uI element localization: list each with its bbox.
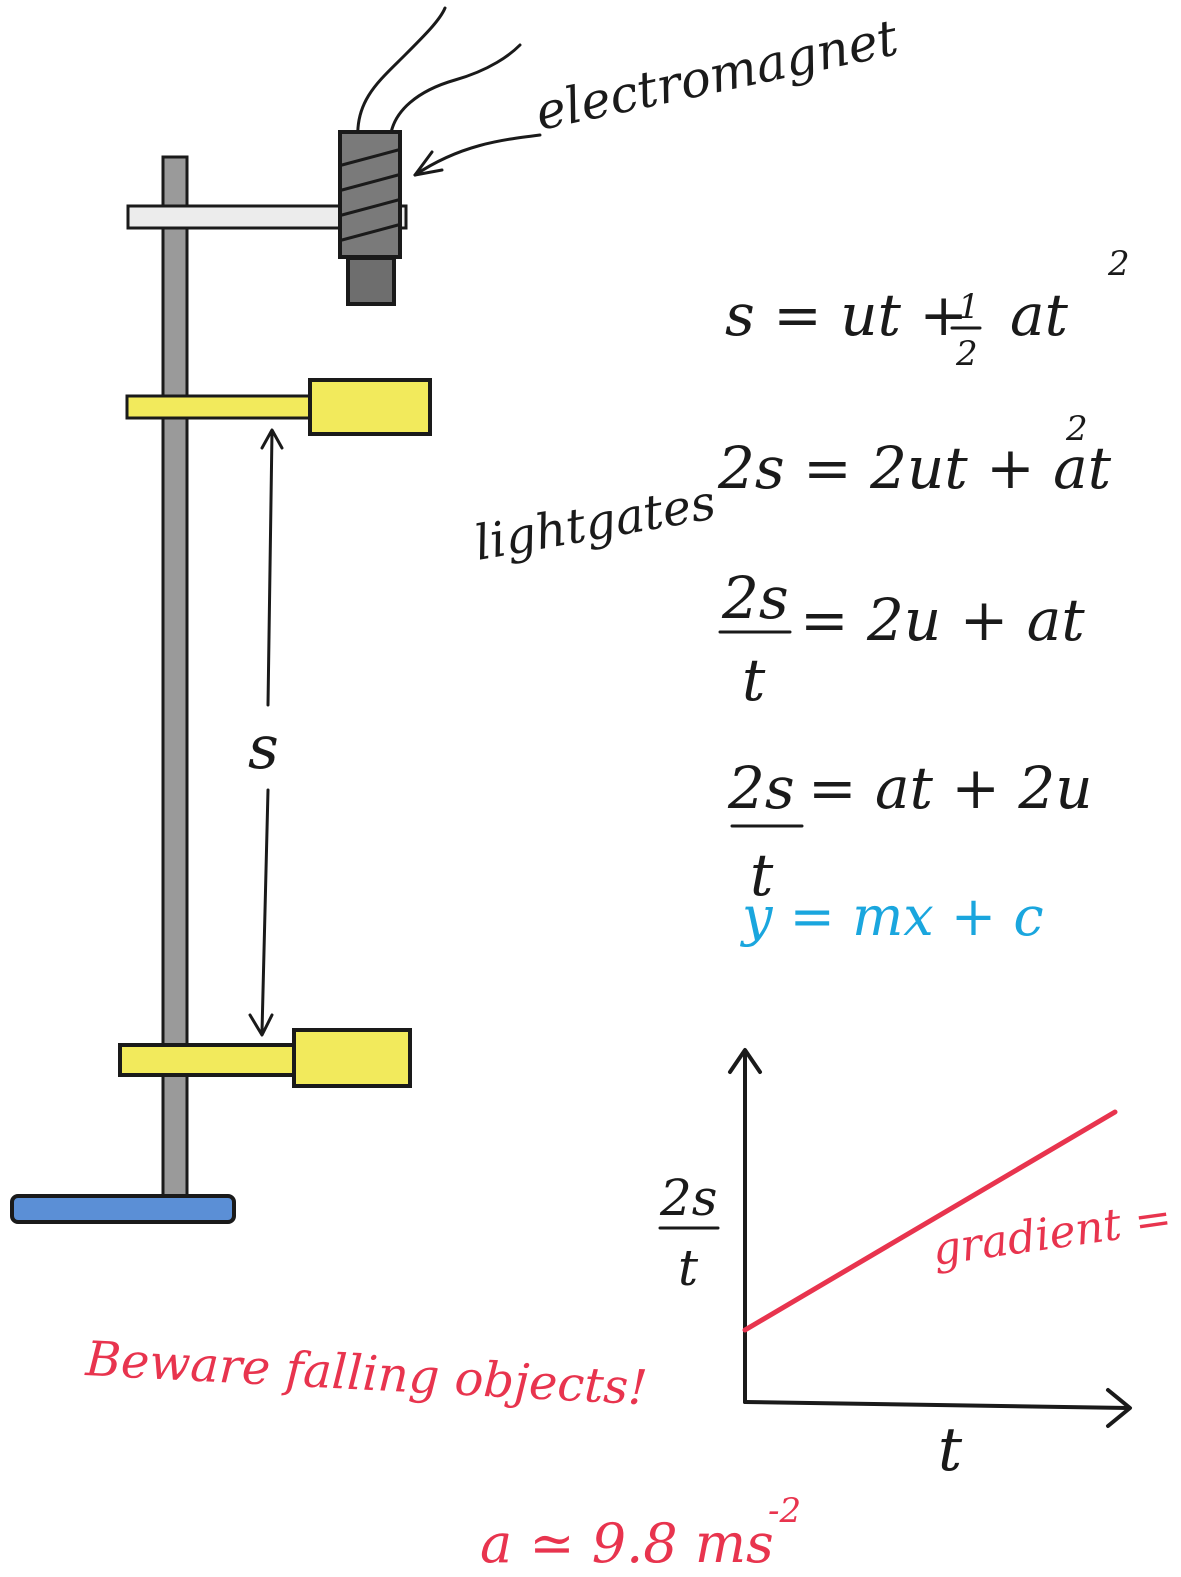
light-gate-upper-arm	[125, 394, 319, 420]
electromagnet-label: electromagnet	[530, 8, 903, 142]
equation-1: s = ut + 1 2 at 2	[725, 244, 1130, 374]
light-gate-lower-arm	[118, 1043, 302, 1077]
electromagnet-pointer-arrowhead	[413, 150, 444, 177]
linear-equation: y = mx + c	[740, 885, 1044, 948]
graph-x-arrowhead	[1106, 1388, 1132, 1428]
svg-text:s = ut +: s = ut +	[725, 281, 968, 349]
svg-text:2: 2	[955, 334, 978, 374]
svg-text:2s: 2s	[721, 564, 789, 632]
graph-x-axis	[743, 1400, 1130, 1410]
svg-text:= at + 2u: = at + 2u	[808, 754, 1093, 822]
equation-3: 2s t = 2u + at	[718, 564, 1085, 714]
equation-2: 2s = 2ut + at 2	[717, 409, 1112, 502]
light-gate-upper-head	[308, 378, 432, 436]
graph-y-label-denominator: t	[678, 1239, 699, 1297]
graph-y-arrowhead	[728, 1048, 762, 1074]
svg-text:1: 1	[958, 287, 980, 327]
result-exponent: -2	[768, 1491, 801, 1531]
electromagnet-core	[346, 256, 396, 306]
stand-base	[10, 1194, 236, 1224]
distance-label: s	[248, 713, 279, 783]
gradient-graph: 2s t t gradient = a	[658, 1048, 1181, 1485]
svg-text:2: 2	[1107, 244, 1130, 284]
svg-text:2s = 2ut + at: 2s = 2ut + at	[717, 434, 1112, 502]
graph-x-label: t	[938, 1415, 963, 1485]
warning-label: Beware falling objects!	[83, 1331, 649, 1416]
electromagnet-pointer-arrow	[413, 133, 542, 177]
result-label: a ≃ 9.8 ms	[480, 1512, 774, 1575]
electromagnet	[338, 6, 522, 306]
clamp-arm	[126, 204, 408, 230]
graph-line	[742, 1109, 1118, 1333]
electromagnet-windings	[340, 148, 400, 242]
svg-text:at: at	[1010, 281, 1069, 349]
retort-stand	[10, 155, 236, 1224]
svg-text:t: t	[750, 841, 774, 909]
light-gate-lower	[118, 1028, 412, 1088]
light-gate-upper	[125, 378, 432, 436]
svg-text:t: t	[742, 646, 766, 714]
svg-text:2s: 2s	[727, 754, 795, 822]
light-gate-lower-head	[292, 1028, 412, 1088]
lightgates-label: lightgates	[470, 474, 719, 571]
electromagnet-wire-2	[388, 43, 522, 142]
graph-y-label-numerator: 2s	[659, 1169, 717, 1227]
svg-text:= 2u + at: = 2u + at	[800, 586, 1085, 654]
svg-text:2: 2	[1065, 409, 1088, 449]
electromagnet-wire-1	[356, 6, 447, 142]
distance-arrow	[248, 428, 284, 1037]
equation-4: 2s t = at + 2u	[727, 754, 1093, 909]
